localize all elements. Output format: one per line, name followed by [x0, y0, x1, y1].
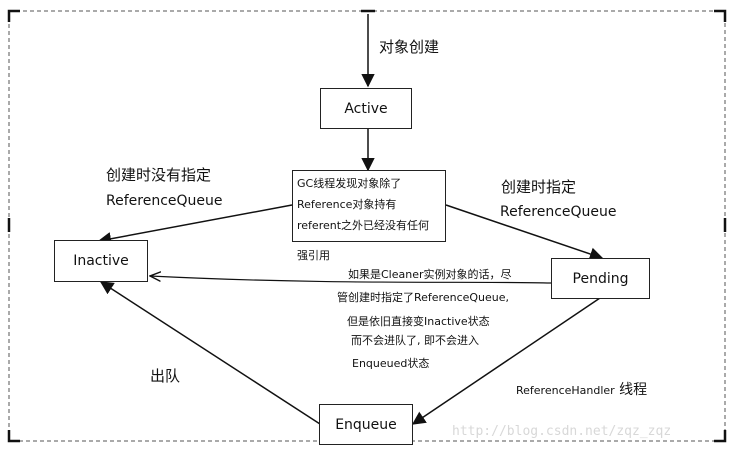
enqueue-to-inactive-arrow — [99, 281, 321, 425]
gc-condition-line: Reference对象持有 — [297, 198, 397, 211]
dequeue-label: 出队 — [150, 367, 181, 385]
gc-to-inactive-arrow — [97, 204, 293, 246]
watermark: http://blog.csdn.net/zqz_zqz — [452, 424, 672, 439]
with-queue-label-line2: ReferenceQueue — [500, 204, 617, 220]
gc-condition-line: referent之外已经没有任何 — [297, 219, 430, 232]
handler-name: ReferenceHandler — [516, 384, 615, 397]
cleaner-note-line: 但是依旧直接变Inactive状态 — [347, 315, 490, 328]
active-node: Active — [320, 88, 412, 129]
no-queue-label-line2: ReferenceQueue — [106, 193, 223, 209]
cleaner-note-line: 管创建时指定了ReferenceQueue, — [337, 291, 510, 304]
pending-to-enqueue-arrow — [411, 297, 601, 425]
gc-condition-line: 强引用 — [297, 249, 330, 262]
with-queue-label-line1: 创建时指定 — [501, 178, 577, 196]
no-queue-label-line1: 创建时没有指定 — [106, 166, 212, 184]
enqueue-node: Enqueue — [319, 404, 413, 445]
gc-condition-line: GC线程发现对象除了 — [297, 177, 402, 190]
reference-handler-label: ReferenceHandler 线程 — [516, 379, 647, 399]
create-object-label: 对象创建 — [379, 38, 440, 56]
gc-condition-box: GC线程发现对象除了 Reference对象持有 referent之外已经没有任… — [292, 170, 446, 242]
gc-to-pending-arrow — [445, 204, 604, 261]
pending-to-inactive-arrow — [150, 276, 552, 284]
handler-suffix: 线程 — [619, 382, 648, 398]
inactive-node: Inactive — [54, 240, 148, 282]
cleaner-note-line: 如果是Cleaner实例对象的话，尽 — [348, 268, 512, 281]
cleaner-note-line: 而不会进队了, 即不会进入 — [351, 334, 479, 347]
pending-node: Pending — [551, 258, 650, 299]
cleaner-note-line: Enqueued状态 — [352, 357, 430, 370]
